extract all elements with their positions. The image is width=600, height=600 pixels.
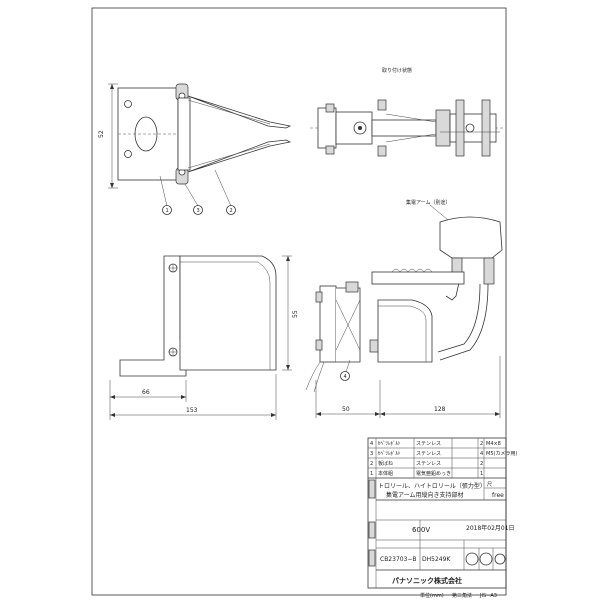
part-material: ステンレス	[416, 451, 441, 457]
callout-3: 3	[197, 208, 200, 214]
projection-label: 第三角法	[452, 592, 472, 599]
model-number: DH5249K	[422, 556, 451, 563]
part-qty: 1	[480, 471, 483, 477]
part-name: ｾﾍﾞﾂﾚﾎﾞﾙﾄ	[378, 440, 401, 447]
part-no: 1	[370, 471, 373, 477]
part-no: 4	[370, 441, 373, 447]
drawing-border	[91, 7, 507, 596]
scale-value: free	[492, 492, 504, 499]
title-text: トロリール、ハイトロリール（張力型） 集電アーム用縦向き支持部材 尺 free …	[378, 482, 515, 599]
issue-date: 2018年02月01日	[466, 524, 515, 532]
dim-height-top: 52	[98, 130, 105, 138]
company-name: パナソニック株式会社	[392, 576, 462, 585]
part-qty: 4	[480, 451, 483, 457]
parts-row: 2 板ばね ステンレス 2	[370, 460, 483, 467]
dim-height-side: 55	[292, 310, 299, 318]
callout-4: 4	[344, 374, 347, 380]
parts-row: 1 本体組 電気亜鉛めっき 1	[370, 470, 483, 477]
part-treatment: 電気亜鉛めっき	[416, 470, 451, 477]
part-no: 2	[370, 461, 373, 467]
part-material: ステンレス	[416, 441, 441, 447]
part-qty: 2	[480, 441, 483, 447]
install-label: 取り付け状態	[382, 67, 412, 74]
dim-total-length: 153	[186, 407, 198, 414]
unit-label: 単位(mm)	[420, 592, 444, 599]
part-spec: M5(カメラ用)	[486, 451, 517, 457]
title-line-2: 集電アーム用縦向き支持部材	[386, 491, 463, 499]
part-no: 3	[370, 451, 373, 457]
parts-row: 3 ｾﾍﾞﾂﾚﾎﾞﾙﾄ ステンレス 4 M5(カメラ用)	[370, 450, 517, 457]
parts-table: 4 ｾﾍﾞﾂﾚﾎﾞﾙﾄ ステンレス 2 M4×8 3 ｾﾍﾞﾂﾚﾎﾞﾙﾄ ステン…	[370, 440, 517, 477]
dim-offset: 50	[342, 406, 350, 413]
dim-span: 128	[434, 406, 446, 413]
callout-2: 2	[230, 208, 233, 214]
top-view: 52 1 3 2	[98, 83, 292, 215]
title-line-1: トロリール、ハイトロリール（張力型）	[378, 482, 486, 490]
part-material: ステンレス	[416, 461, 441, 467]
install-view-top: 取り付け状態	[310, 67, 505, 157]
side-view: 55 66 153	[109, 255, 299, 420]
callout-1: 1	[166, 208, 169, 214]
part-name: 板ばね	[378, 460, 393, 467]
title-block	[367, 437, 507, 589]
install-view-side: 集電アーム（別途） 4	[305, 199, 503, 418]
voltage: 600V	[412, 526, 430, 534]
drawing-number: CB23703−B	[380, 556, 417, 563]
part-name: 本体組	[378, 470, 393, 477]
scale-label: 尺	[487, 482, 492, 488]
parts-row: 4 ｾﾍﾞﾂﾚﾎﾞﾙﾄ ステンレス 2 M4×8	[370, 440, 501, 447]
arm-label: 集電アーム（別途）	[406, 199, 451, 206]
part-name: ｾﾍﾞﾂﾚﾎﾞﾙﾄ	[378, 450, 401, 457]
dim-base-length: 66	[142, 389, 150, 396]
part-qty: 2	[480, 461, 483, 467]
part-spec: M4×8	[486, 441, 501, 447]
paper-size: JIS−A3	[479, 593, 497, 599]
